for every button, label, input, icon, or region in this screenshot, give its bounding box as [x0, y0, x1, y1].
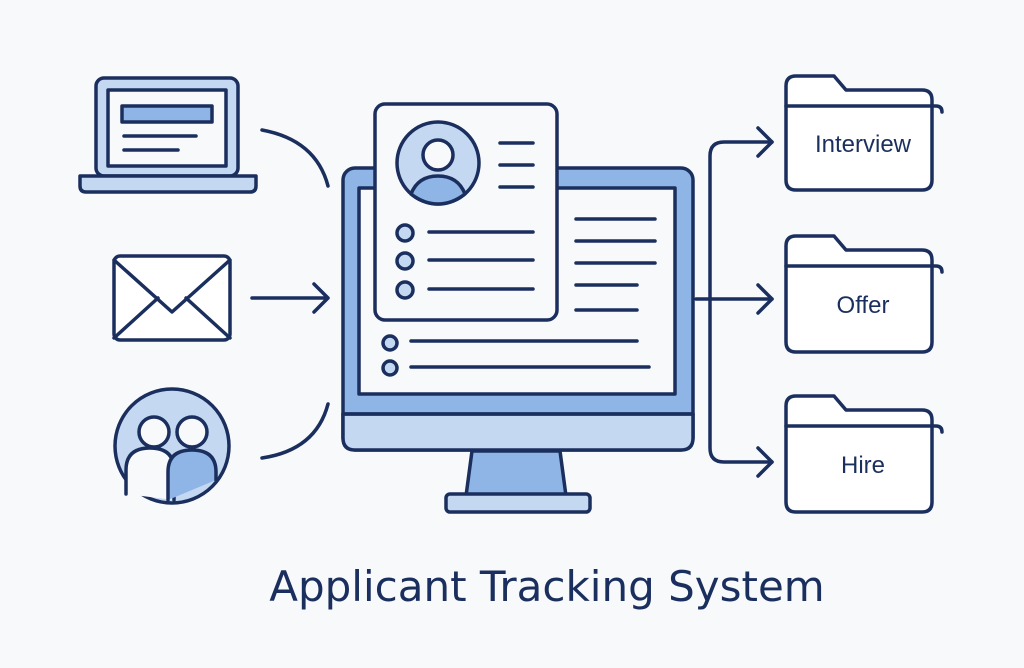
people-icon	[113, 387, 231, 505]
input-connectors	[250, 128, 330, 460]
folder-label-offer: Offer	[836, 292, 890, 319]
output-connectors	[694, 126, 774, 478]
folder-label-hire: Hire	[840, 452, 885, 479]
folder-icon-interview	[784, 74, 944, 192]
laptop-icon	[78, 76, 258, 194]
folder-icon-offer	[784, 234, 944, 354]
folder-label-interview: Interview	[814, 131, 912, 158]
folder-icon-hire	[784, 394, 944, 514]
envelope-icon	[112, 254, 232, 342]
resume-card	[373, 102, 559, 322]
diagram-title: Applicant Tracking System	[269, 562, 825, 611]
